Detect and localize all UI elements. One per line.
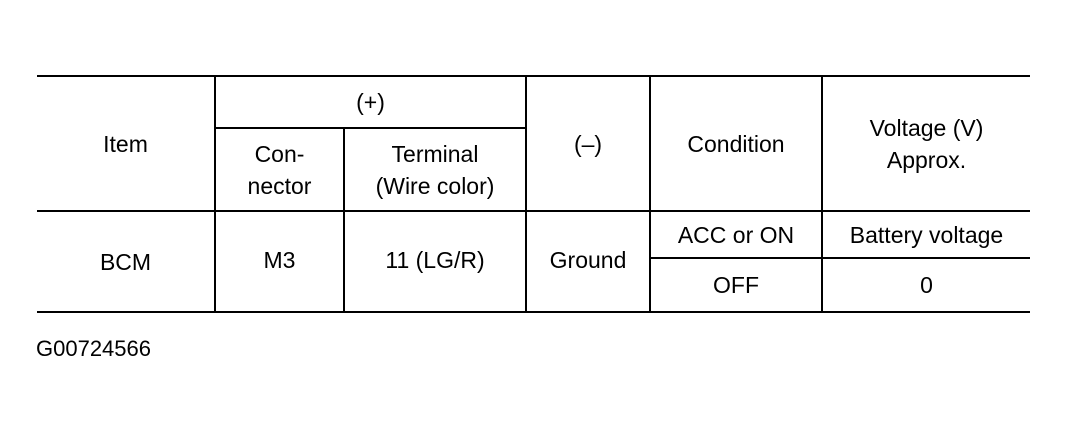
- row-terminal: 11 (LG/R): [385, 246, 485, 273]
- col-rule-5: [821, 75, 823, 313]
- row-item: BCM: [99, 248, 152, 275]
- col-rule-4: [649, 75, 651, 313]
- col-rule-2: [343, 127, 345, 313]
- condition-row-divider: [650, 257, 1030, 259]
- header-condition: Condition: [687, 130, 785, 157]
- row-connector: M3: [263, 246, 296, 273]
- table-bottom-rule: [37, 311, 1030, 313]
- figure-id: G00724566: [36, 336, 151, 361]
- row-condition-2: OFF: [713, 272, 759, 298]
- header-negative: (–): [573, 130, 603, 157]
- header-voltage: Voltage (V) Approx.: [869, 114, 984, 173]
- header-connector: Con- nector: [247, 140, 312, 199]
- col-rule-3: [525, 75, 527, 313]
- header-positive: (+): [356, 89, 385, 115]
- row-voltage-2: 0: [920, 272, 933, 298]
- row-negative: Ground: [549, 246, 627, 273]
- row-condition-1: ACC or ON: [677, 221, 795, 248]
- row-voltage-1: Battery voltage: [849, 221, 1004, 248]
- header-terminal: Terminal (Wire color): [375, 140, 495, 199]
- col-rule-1: [214, 75, 216, 313]
- header-bottom-rule: [37, 210, 1030, 212]
- positive-subheader-rule: [214, 127, 527, 129]
- header-item: Item: [103, 130, 148, 157]
- table-top-rule: [37, 75, 1030, 77]
